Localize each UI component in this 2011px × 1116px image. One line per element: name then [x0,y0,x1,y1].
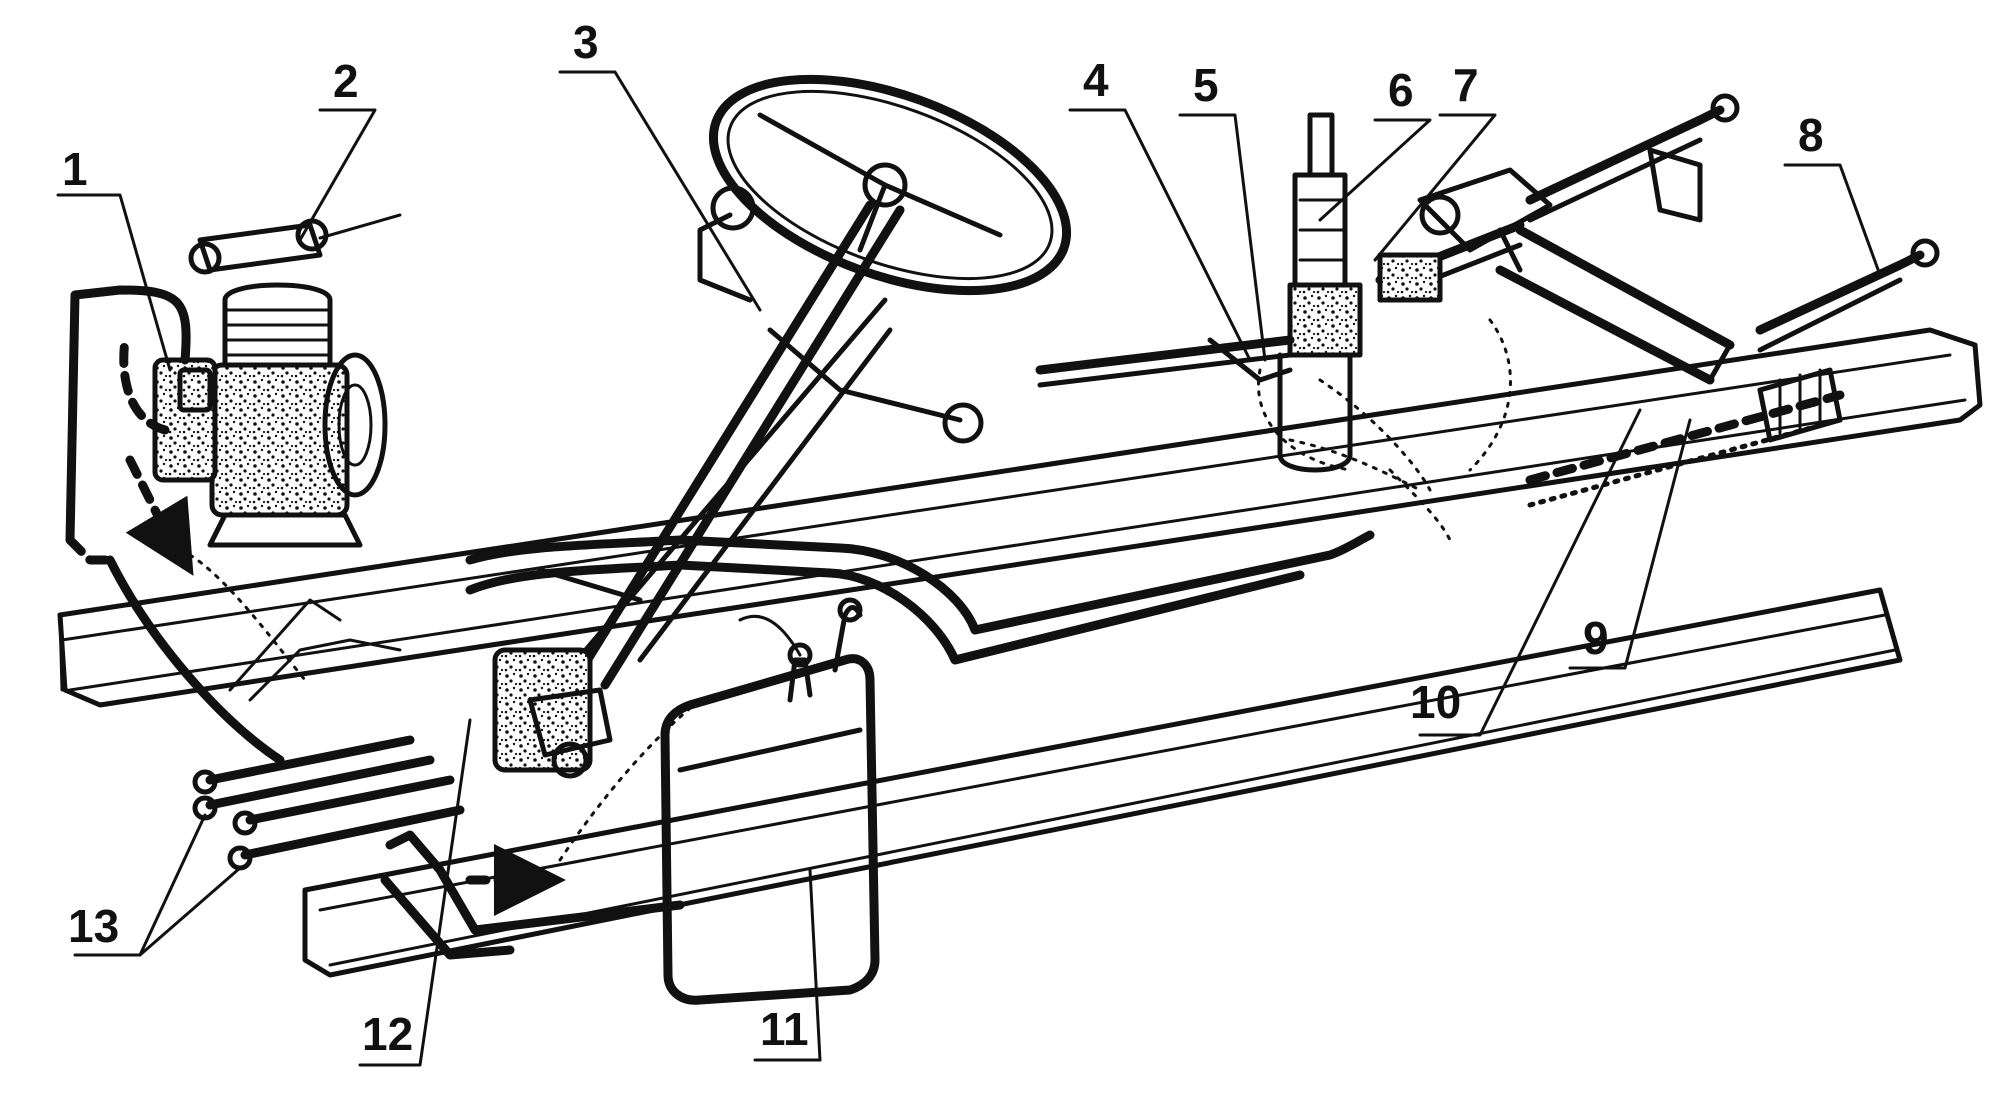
front-axle [1417,93,1940,385]
callout-6: 6 [1388,64,1414,116]
callout-12: 12 [362,1008,413,1060]
callout-1: 1 [62,143,88,195]
steering-assembly [492,74,1072,779]
air-compressor [188,213,402,548]
tie-rod [1035,335,1295,388]
hoses-9-10 [1525,367,1845,508]
callout-5: 5 [1193,59,1219,111]
callout-2: 2 [333,55,359,107]
steering-cylinder [1257,112,1432,492]
callout-10: 10 [1410,676,1461,728]
callout-9: 9 [1583,612,1609,664]
hose-ends [192,598,465,871]
drag-link [1375,220,1525,303]
callout-3: 3 [573,16,599,68]
callout-8: 8 [1798,109,1824,161]
callout-13: 13 [68,900,119,952]
pneumatic-lines [105,318,1512,960]
callouts: 1 2 3 4 5 6 7 8 9 10 11 12 [56,16,1882,1067]
callout-11: 11 [760,1003,809,1055]
fluid-reservoir [660,597,880,1005]
callout-7: 7 [1453,59,1479,111]
brake-valve [65,285,218,576]
callout-4: 4 [1083,54,1109,106]
